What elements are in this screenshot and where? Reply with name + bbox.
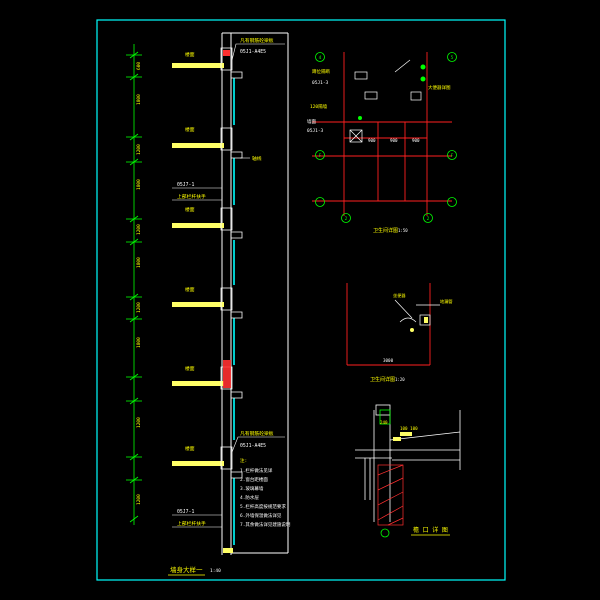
- detail-1-scale: 1:20: [395, 377, 405, 382]
- eaves-hatch: [377, 464, 404, 526]
- mid-note-line2: 05J1-A4E5: [240, 443, 266, 449]
- detail-1-label-pipe: 地漏管: [440, 298, 453, 305]
- detail-1-marks: [410, 317, 428, 332]
- eaves-structure: [355, 404, 461, 522]
- dim-value: 1200: [136, 224, 142, 235]
- leader-lines: [172, 43, 285, 528]
- label-railing-upper: 上部栏杆扶手: [177, 193, 206, 200]
- mid-note-line1: 凡有钢筋砼梁板: [240, 430, 274, 437]
- fixture-marks: [358, 64, 426, 120]
- dim-value: 1800: [136, 179, 142, 190]
- floor-tag: 楼面: [185, 286, 195, 293]
- eaves-dim-100: 100 100: [400, 426, 418, 431]
- plan-label-partition-ref: 05J1-3: [312, 80, 329, 86]
- label-railing-lower: 上部栏杆扶手: [177, 520, 206, 527]
- dim-value: 1800: [136, 257, 142, 268]
- sill-projections: [231, 71, 243, 479]
- axis-bubbles: [315, 52, 457, 223]
- dim-value: 1200: [136, 417, 142, 428]
- label-05j7-lower: 05J7-1: [177, 509, 194, 515]
- floor-tag: 楼面: [185, 206, 195, 213]
- bubble-label: 2: [427, 216, 430, 222]
- detail-1: 坐便器 地漏管 3000 卫生间详图 1:20: [346, 283, 453, 383]
- bubble-label: F: [451, 153, 454, 159]
- note-line: 3.玻璃幕墙: [240, 485, 264, 492]
- dim-value: 600: [136, 62, 142, 70]
- plan-label-wall: 墙面: [307, 118, 316, 125]
- eaves-slab: [393, 432, 412, 441]
- top-note-line2: 05J1-A4E5: [240, 49, 266, 55]
- detail-1-dim: 3000: [383, 358, 394, 363]
- plan-label-toilet: 大便器详图: [428, 84, 451, 91]
- note-line: 1.栏杆做法见详: [240, 467, 273, 474]
- toilet-plan-scale: 1:50: [398, 228, 408, 233]
- wall-outline: [221, 32, 289, 555]
- bubble-label: F: [319, 153, 322, 159]
- dim-value: 1200: [136, 144, 142, 155]
- eaves-title: 檐 口 详 图: [413, 526, 448, 534]
- top-note-line1: 凡有钢筋砼梁板: [240, 37, 274, 44]
- bubble-label: 4: [319, 55, 322, 61]
- plan-label-wall120: 120隔墙: [310, 103, 328, 110]
- toilet-plan: 4 5 F F 2 2 900 900 900 蹲位隔断: [307, 52, 457, 234]
- note-line: 5.栏杆高度按规范要求: [240, 503, 286, 510]
- section-scale: 1:40: [210, 568, 221, 574]
- floor-tag: 楼面: [185, 365, 195, 372]
- note-line: 4.防水层: [240, 494, 259, 501]
- section-title: 墙身大样一: [170, 565, 203, 574]
- detail-1-fixture: [394, 299, 440, 326]
- floor-tags: 楼面 楼面 楼面 楼面 楼面 楼面: [185, 51, 195, 452]
- drawing-frame: [96, 19, 506, 581]
- toilet-plan-title: 卫生间详图: [373, 227, 398, 234]
- wall-section: 600 1800 1200 1800 1200 1800 1200 1800 1…: [126, 32, 291, 576]
- left-dimension-values: 600 1800 1200 1800 1200 1800 1200 1800 1…: [136, 62, 142, 505]
- dim-value: 1200: [136, 494, 142, 505]
- bubble-label: 5: [451, 55, 454, 61]
- notes-title: 注:: [240, 457, 247, 464]
- floor-tag: 楼面: [185, 445, 195, 452]
- detail-1-label-toilet: 坐便器: [393, 292, 406, 299]
- floor-tag: 楼面: [185, 126, 195, 133]
- axis-lines: [312, 52, 452, 216]
- detail-1-outline: [346, 283, 431, 366]
- bubble-label: 2: [345, 216, 348, 222]
- floor-slabs: [172, 63, 233, 553]
- note-line: 7.其余做法详见建施说明: [240, 521, 291, 528]
- dim-value: 1800: [136, 94, 142, 105]
- plan-label-wall-ref: 05J1-3: [307, 128, 324, 134]
- floor-tag: 楼面: [185, 51, 195, 58]
- beam-sections: [220, 47, 233, 470]
- dim-value: 1200: [136, 302, 142, 313]
- detail-1-title: 卫生间详图: [370, 376, 395, 383]
- eaves-dim-240: 240: [380, 420, 388, 425]
- dim-value: 1800: [136, 337, 142, 348]
- eaves-detail: 240 100 100 檐 口 详 图: [355, 404, 461, 538]
- dim-value: 900: [390, 138, 398, 143]
- column-label: 轴线: [252, 155, 262, 162]
- toilet-fixtures: [349, 59, 422, 143]
- eaves-markers: [379, 409, 391, 538]
- beam-hatching: [223, 50, 231, 388]
- dim-value: 900: [368, 138, 376, 143]
- plan-label-partition: 蹲位隔断: [312, 68, 330, 75]
- label-05j7-upper: 05J7-1: [177, 182, 194, 188]
- note-line: 2.窗台距楼面: [240, 476, 268, 483]
- note-line: 6.外墙保温做法详见: [240, 512, 282, 519]
- left-dimension-chain: [126, 44, 142, 525]
- general-notes: 注: 1.栏杆做法见详 2.窗台距楼面 3.玻璃幕墙 4.防水层 5.栏杆高度按…: [240, 457, 291, 528]
- dim-value: 900: [412, 138, 420, 143]
